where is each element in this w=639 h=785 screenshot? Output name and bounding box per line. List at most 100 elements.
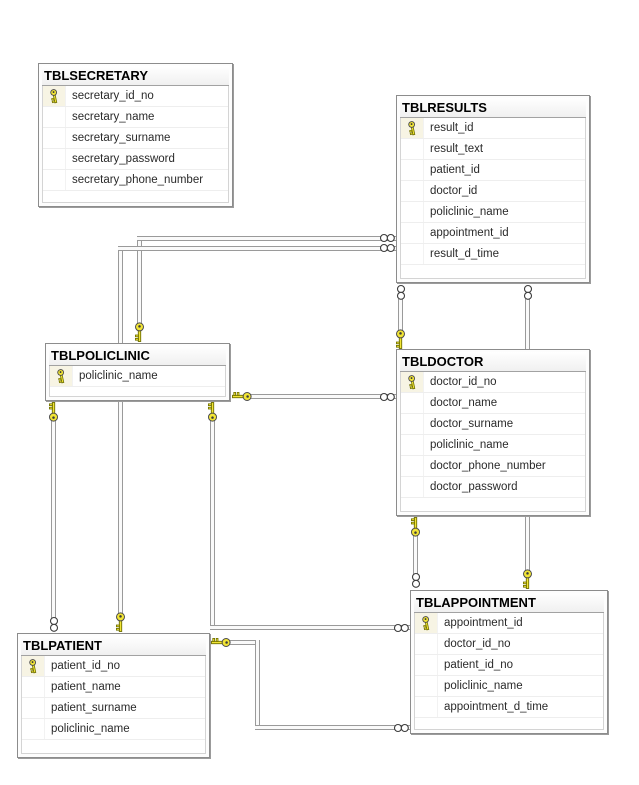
column-row[interactable]: doctor_name <box>401 393 585 414</box>
relationship-segment[interactable] <box>51 420 56 618</box>
column-name: patient_id_no <box>444 659 514 671</box>
column-name: patient_id <box>430 164 480 176</box>
table-tblsecretary[interactable]: TBLSECRETARY secretary_id_no secretary_na… <box>38 63 233 207</box>
column-row[interactable]: patient_id <box>401 160 585 181</box>
column-row[interactable]: policlinic_name <box>50 366 225 387</box>
one-side-key-icon <box>48 401 59 422</box>
relationship-segment[interactable] <box>229 640 260 645</box>
relationship-segment[interactable] <box>137 236 142 324</box>
primary-key-icon <box>401 372 424 392</box>
primary-key-icon <box>401 118 424 138</box>
column-row[interactable]: patient_name <box>22 677 205 698</box>
relationship-segment[interactable] <box>118 246 123 613</box>
many-side-infinity-icon <box>393 623 410 633</box>
table-title[interactable]: TBLDOCTOR <box>400 352 586 372</box>
column-row[interactable]: doctor_surname <box>401 414 585 435</box>
column-name: secretary_phone_number <box>72 174 204 186</box>
relationship-segment[interactable] <box>210 625 410 630</box>
one-side-key-icon <box>231 391 252 402</box>
relationship-segment[interactable] <box>137 236 396 241</box>
many-side-infinity-icon <box>49 616 59 633</box>
empty-icon-cell <box>22 719 45 739</box>
table-tblappointment[interactable]: TBLAPPOINTMENT appointment_id doctor_id_n… <box>410 590 608 734</box>
column-list: policlinic_name <box>49 366 226 397</box>
relationship-segment[interactable] <box>255 640 260 730</box>
column-row[interactable]: doctor_id_no <box>415 634 603 655</box>
column-name: appointment_id <box>430 227 509 239</box>
table-title[interactable]: TBLPOLICLINIC <box>49 346 226 366</box>
column-name: secretary_id_no <box>72 90 154 102</box>
empty-icon-cell <box>43 107 66 127</box>
table-title[interactable]: TBLRESULTS <box>400 98 586 118</box>
empty-icon-cell <box>22 677 45 697</box>
column-row[interactable]: patient_id_no <box>415 655 603 676</box>
column-name: patient_id_no <box>51 660 121 672</box>
one-side-key-icon <box>410 516 421 537</box>
column-row[interactable]: patient_id_no <box>22 656 205 677</box>
column-name: doctor_phone_number <box>430 460 546 472</box>
column-name: policlinic_name <box>79 370 158 382</box>
one-side-key-icon <box>395 329 406 350</box>
column-name: doctor_id_no <box>444 638 511 650</box>
one-side-key-icon <box>210 637 231 648</box>
column-name: doctor_password <box>430 481 518 493</box>
column-row[interactable]: secretary_surname <box>43 128 228 149</box>
table-title[interactable]: TBLPATIENT <box>21 636 206 656</box>
column-row[interactable]: appointment_d_time <box>415 697 603 718</box>
column-name: doctor_id_no <box>430 376 497 388</box>
many-side-infinity-icon <box>379 243 396 253</box>
column-row[interactable]: doctor_id_no <box>401 372 585 393</box>
relationship-segment[interactable] <box>118 246 396 251</box>
relationship-segment[interactable] <box>255 725 410 730</box>
column-name: result_text <box>430 143 484 155</box>
primary-key-icon <box>43 86 66 106</box>
one-side-key-icon <box>522 569 533 590</box>
column-row[interactable]: secretary_password <box>43 149 228 170</box>
many-side-infinity-icon <box>379 233 396 243</box>
primary-key-icon <box>22 656 45 676</box>
table-tblpoliclinic[interactable]: TBLPOLICLINIC policlinic_name <box>45 343 230 401</box>
column-name: policlinic_name <box>430 206 509 218</box>
table-title[interactable]: TBLAPPOINTMENT <box>414 593 604 613</box>
column-row[interactable]: doctor_password <box>401 477 585 498</box>
column-row[interactable]: doctor_phone_number <box>401 456 585 477</box>
column-name: doctor_id <box>430 185 478 197</box>
column-name: appointment_id <box>444 617 523 629</box>
table-title[interactable]: TBLSECRETARY <box>42 66 229 86</box>
relationship-segment[interactable] <box>250 394 396 399</box>
column-row[interactable]: result_d_time <box>401 244 585 265</box>
column-row[interactable]: doctor_id <box>401 181 585 202</box>
column-row[interactable]: patient_surname <box>22 698 205 719</box>
relationship-segment[interactable] <box>413 535 418 574</box>
column-row[interactable]: policlinic_name <box>401 202 585 223</box>
column-row[interactable]: result_id <box>401 118 585 139</box>
column-row[interactable]: secretary_phone_number <box>43 170 228 191</box>
column-row[interactable]: secretary_name <box>43 107 228 128</box>
column-row[interactable]: result_text <box>401 139 585 160</box>
empty-icon-cell <box>401 244 424 264</box>
relationship-segment[interactable] <box>210 420 215 630</box>
table-tblresults[interactable]: TBLRESULTS result_id result_text patient_i… <box>396 95 590 283</box>
column-row[interactable]: appointment_id <box>415 613 603 634</box>
column-list: patient_id_no patient_name patient_surname… <box>21 656 206 754</box>
empty-icon-cell <box>415 655 438 675</box>
column-row[interactable]: policlinic_name <box>415 676 603 697</box>
many-side-infinity-icon <box>523 284 533 301</box>
column-row[interactable]: secretary_id_no <box>43 86 228 107</box>
empty-icon-cell <box>401 393 424 413</box>
column-name: secretary_password <box>72 153 175 165</box>
column-row[interactable]: appointment_id <box>401 223 585 244</box>
empty-icon-cell <box>401 477 424 497</box>
column-row[interactable]: policlinic_name <box>401 435 585 456</box>
relationship-segment[interactable] <box>398 299 403 332</box>
column-row[interactable]: policlinic_name <box>22 719 205 740</box>
many-side-infinity-icon <box>393 723 410 733</box>
column-name: patient_name <box>51 681 121 693</box>
empty-icon-cell <box>401 160 424 180</box>
column-name: patient_surname <box>51 702 137 714</box>
